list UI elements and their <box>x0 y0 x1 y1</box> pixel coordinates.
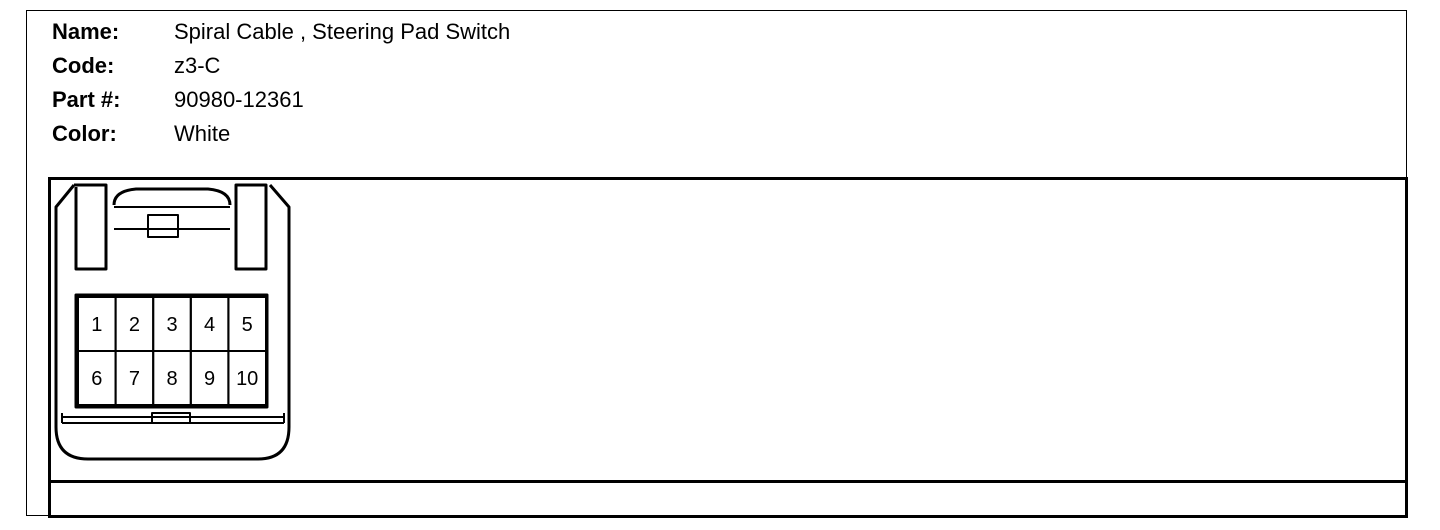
name-value: Spiral Cable , Steering Pad Switch <box>174 19 511 44</box>
pin-cavity-10 <box>227 350 267 406</box>
pin-number-5: 5 <box>242 314 253 336</box>
diagram-divider <box>51 480 1405 483</box>
polarization-key <box>151 412 191 424</box>
pin-number-8: 8 <box>166 368 177 390</box>
code-label: Code: <box>52 53 115 78</box>
connector-housing-outline <box>54 184 291 461</box>
pin-number-9: 9 <box>204 368 215 390</box>
name-label: Name: <box>52 19 120 44</box>
pin-number-3: 3 <box>166 314 177 336</box>
color-label: Color: <box>52 121 117 146</box>
pin-grid: 1 2 3 4 5 6 7 8 9 10 <box>77 296 267 406</box>
pin-number-6: 6 <box>91 368 102 390</box>
pin-number-7: 7 <box>129 368 140 390</box>
pin-number-2: 2 <box>129 314 140 336</box>
connector-drawing: 1 2 3 4 5 6 7 8 9 10 <box>54 183 291 461</box>
color-value: White <box>174 121 231 146</box>
pin-cavity-block <box>74 293 269 409</box>
lock-bridge <box>112 187 232 206</box>
pin-number-4: 4 <box>204 314 215 336</box>
part-number-label: Part #: <box>52 87 121 112</box>
connector-diagram-panel <box>48 177 1408 518</box>
part-number-value: 90980-12361 <box>174 87 304 112</box>
left-latch <box>74 183 108 271</box>
lock-tab <box>147 214 179 238</box>
right-latch <box>234 183 268 271</box>
pin-number-10: 10 <box>236 368 258 390</box>
code-value: z3-C <box>174 53 221 78</box>
pin-number-1: 1 <box>91 314 102 336</box>
